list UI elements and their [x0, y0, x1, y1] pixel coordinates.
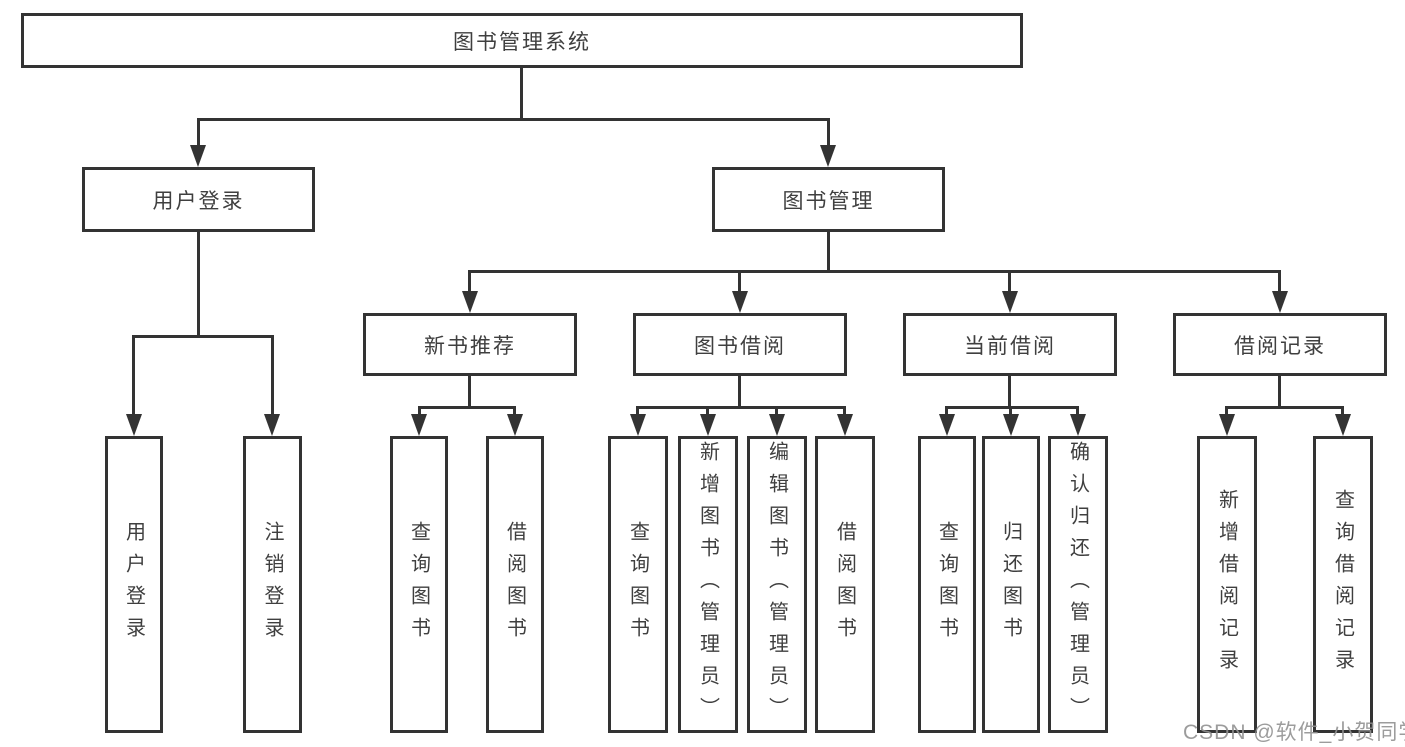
- leaf-edit-books-admin: 编辑图书（管理员）: [747, 436, 807, 733]
- leaf-label: 编辑图书（管理员）: [765, 440, 788, 729]
- arrow-down-icon: [126, 414, 142, 436]
- connector-drop: [1341, 406, 1344, 418]
- connector-level1-rail: [197, 118, 830, 121]
- connector-new-book-stub: [468, 376, 471, 406]
- connector-drop: [418, 406, 421, 418]
- arrow-down-icon: [1335, 414, 1351, 436]
- connector-current-borrowing-stub: [1008, 376, 1011, 406]
- node-library-management-system: 图书管理系统: [21, 13, 1023, 68]
- arrow-down-icon: [769, 414, 785, 436]
- node-book-management: 图书管理: [712, 167, 945, 232]
- connector-drop: [945, 406, 948, 418]
- leaf-query-borrow-record: 查询借阅记录: [1313, 436, 1373, 733]
- connector-drop-new-book: [468, 270, 471, 293]
- arrow-down-icon: [264, 414, 280, 436]
- arrow-down-icon: [732, 291, 748, 313]
- leaf-return-books: 归还图书: [982, 436, 1040, 733]
- arrow-down-icon: [630, 414, 646, 436]
- leaf-label: 查询图书: [407, 520, 430, 649]
- arrow-down-icon: [462, 291, 478, 313]
- node-book-borrowing: 图书借阅: [633, 313, 847, 376]
- node-borrowing-records: 借阅记录: [1173, 313, 1387, 376]
- arrow-down-icon: [507, 414, 523, 436]
- connector-book-borrowing-stub: [738, 376, 741, 406]
- connector-drop: [1076, 406, 1079, 418]
- leaf-borrow-books-recommend: 借阅图书: [486, 436, 544, 733]
- leaf-label: 新增借阅记录: [1215, 488, 1238, 681]
- arrow-down-icon: [939, 414, 955, 436]
- leaf-user-login: 用户登录: [105, 436, 163, 733]
- connector-drop: [513, 406, 516, 418]
- connector-drop-book-management: [827, 118, 830, 147]
- leaf-query-books-recommend: 查询图书: [390, 436, 448, 733]
- arrow-down-icon: [837, 414, 853, 436]
- leaf-logout-login: 注销登录: [243, 436, 302, 733]
- leaf-label: 新增图书（管理员）: [696, 440, 719, 729]
- leaf-label: 确认归还（管理员）: [1066, 440, 1089, 729]
- connector-drop: [636, 406, 639, 418]
- connector-book-borrowing-rail: [636, 406, 846, 409]
- leaf-query-books-current: 查询图书: [918, 436, 976, 733]
- node-new-book-recommend: 新书推荐: [363, 313, 577, 376]
- connector-borrowing-records-stub: [1278, 376, 1281, 406]
- arrow-down-icon: [1272, 291, 1288, 313]
- arrow-down-icon: [1219, 414, 1235, 436]
- node-user-login: 用户登录: [82, 167, 315, 232]
- leaf-add-books-admin: 新增图书（管理员）: [678, 436, 738, 733]
- connector-drop-book-borrowing: [738, 270, 741, 293]
- connector-drop: [1225, 406, 1228, 418]
- leaf-label: 注销登录: [261, 520, 283, 649]
- connector-level2-rail: [468, 270, 1281, 273]
- watermark: CSDN @软件_小贺同学: [1183, 721, 1405, 744]
- connector-drop: [706, 406, 709, 418]
- connector-user-login-stub: [197, 232, 200, 335]
- node-current-borrowing: 当前借阅: [903, 313, 1117, 376]
- arrow-down-icon: [820, 145, 836, 167]
- arrow-down-icon: [700, 414, 716, 436]
- connector-borrowing-records-rail: [1225, 406, 1343, 409]
- arrow-down-icon: [411, 414, 427, 436]
- connector-drop: [1009, 406, 1012, 418]
- arrow-down-icon: [190, 145, 206, 167]
- connector-user-login-rail: [132, 335, 274, 338]
- connector-drop-current-borrowing: [1008, 270, 1011, 293]
- leaf-label: 归还图书: [999, 520, 1022, 649]
- leaf-label: 用户登录: [122, 520, 145, 649]
- leaf-query-books-borrowing: 查询图书: [608, 436, 668, 733]
- leaf-borrow-books-borrowing: 借阅图书: [815, 436, 875, 733]
- arrow-down-icon: [1070, 414, 1086, 436]
- leaf-confirm-return-admin: 确认归还（管理员）: [1048, 436, 1108, 733]
- connector-drop: [775, 406, 778, 418]
- leaf-label: 借阅图书: [833, 520, 856, 649]
- leaf-add-borrow-record: 新增借阅记录: [1197, 436, 1257, 733]
- connector-drop: [843, 406, 846, 418]
- connector-drop-leaf-user-login: [132, 335, 135, 416]
- leaf-label: 查询图书: [935, 520, 958, 649]
- connector-root-stub: [520, 68, 523, 120]
- connector-drop-borrowing-records: [1278, 270, 1281, 293]
- leaf-label: 查询图书: [626, 520, 649, 649]
- connector-current-borrowing-rail: [945, 406, 1079, 409]
- connector-new-book-rail: [418, 406, 516, 409]
- leaf-label: 借阅图书: [503, 520, 526, 649]
- arrow-down-icon: [1002, 291, 1018, 313]
- leaf-label: 查询借阅记录: [1331, 488, 1354, 681]
- connector-book-management-stub: [827, 232, 830, 270]
- connector-drop-user-login: [197, 118, 200, 147]
- arrow-down-icon: [1003, 414, 1019, 436]
- connector-drop-leaf-logout: [271, 335, 274, 416]
